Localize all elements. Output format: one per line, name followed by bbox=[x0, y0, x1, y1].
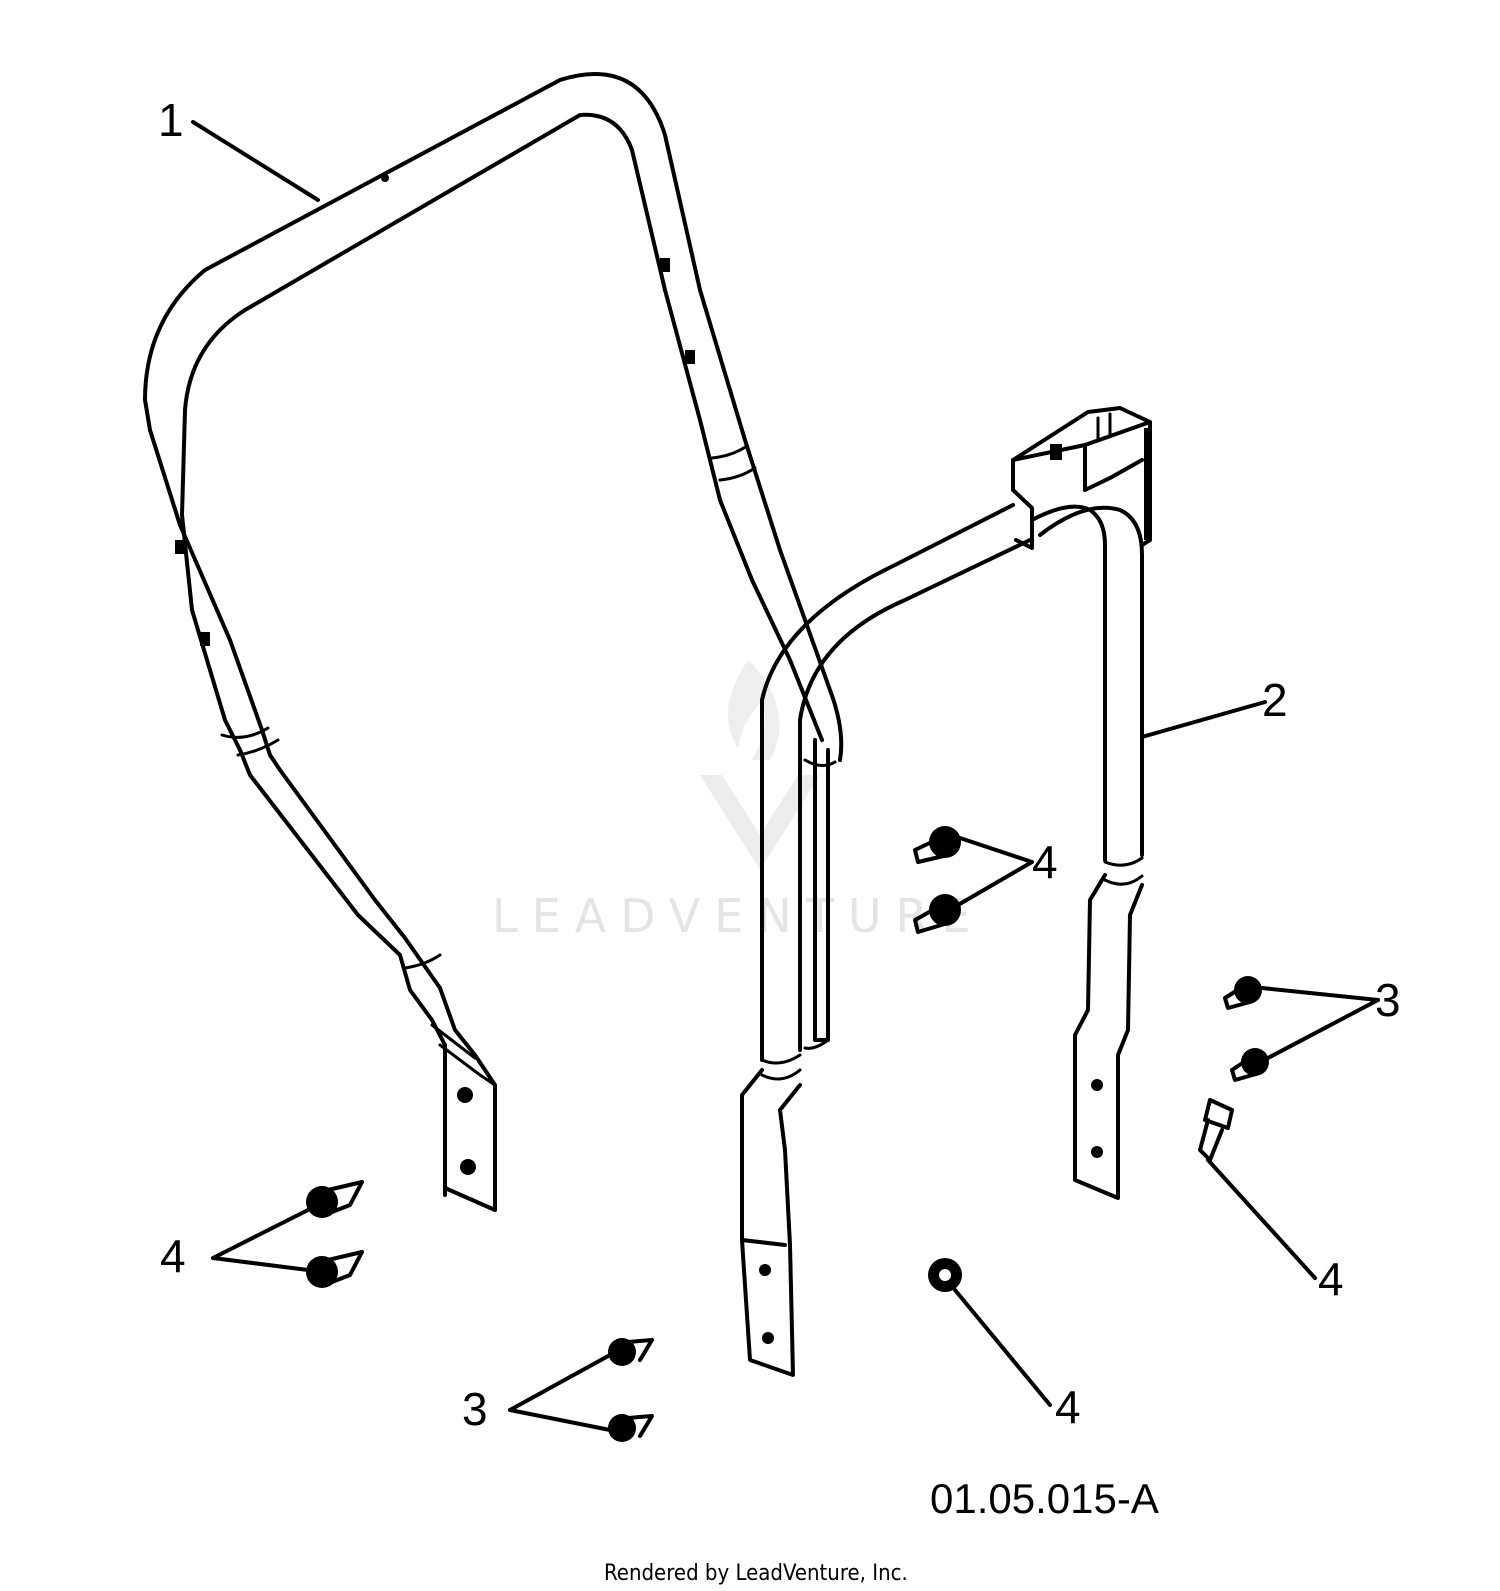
foot-plate-hole bbox=[460, 1159, 476, 1175]
hoop-hole bbox=[685, 350, 695, 364]
callout-2: 2 bbox=[1262, 674, 1288, 726]
figure-code: 01.05.015-A bbox=[930, 1475, 1159, 1522]
left-leg-hole bbox=[762, 1332, 774, 1344]
callouts: 1 2 4 3 4 4 3 4 bbox=[158, 94, 1401, 1435]
callout-4-bottom: 4 bbox=[1055, 1381, 1081, 1433]
bolt-icon bbox=[306, 1250, 364, 1288]
callout-4-right: 4 bbox=[1318, 1253, 1344, 1305]
leader-3-right bbox=[1260, 986, 1380, 1060]
right-leg-hole bbox=[1091, 1079, 1103, 1091]
callout-3-bottom: 3 bbox=[462, 1383, 488, 1435]
watermark-text: LEADVENTURE bbox=[492, 889, 985, 943]
nut-icon bbox=[608, 1414, 654, 1442]
leader-4-left bbox=[211, 1208, 310, 1272]
leader-2 bbox=[1140, 700, 1267, 739]
leader-lines bbox=[191, 120, 1380, 1432]
bolt-icon bbox=[913, 894, 961, 934]
leader-4-upper bbox=[956, 836, 1034, 907]
callout-1: 1 bbox=[158, 94, 184, 146]
nut-icon bbox=[608, 1338, 654, 1366]
leader-1 bbox=[191, 120, 320, 202]
leader-4-right bbox=[1206, 1158, 1317, 1280]
watermark: LEADVENTURE bbox=[492, 660, 985, 943]
leader-3-bottom bbox=[508, 1353, 612, 1432]
part-1-hoop bbox=[143, 72, 844, 1212]
hoop-hole bbox=[200, 632, 210, 646]
left-leg-hole bbox=[759, 1264, 771, 1276]
callout-4-upper: 4 bbox=[1032, 836, 1058, 888]
foot-plate-hole bbox=[457, 1087, 473, 1103]
bolt-icon bbox=[913, 826, 961, 864]
render-credit: Rendered by LeadVenture, Inc. bbox=[604, 1561, 908, 1586]
bolt-icon bbox=[306, 1180, 364, 1218]
nut-icon bbox=[1230, 1048, 1269, 1082]
nut-icon bbox=[1223, 976, 1262, 1010]
right-leg-hole bbox=[1091, 1146, 1103, 1158]
plate-hole bbox=[1050, 444, 1062, 460]
fasteners bbox=[306, 826, 1269, 1442]
part-2-support bbox=[740, 406, 1152, 1377]
hoop-hole bbox=[175, 540, 185, 554]
leader-4-bottom bbox=[953, 1288, 1052, 1407]
callout-4-left: 4 bbox=[160, 1230, 186, 1282]
hoop-hole bbox=[381, 174, 389, 182]
bolt-icon bbox=[1198, 1098, 1234, 1162]
nut-icon bbox=[928, 1258, 962, 1292]
hoop-hole bbox=[660, 258, 670, 272]
callout-3-right: 3 bbox=[1375, 974, 1401, 1026]
